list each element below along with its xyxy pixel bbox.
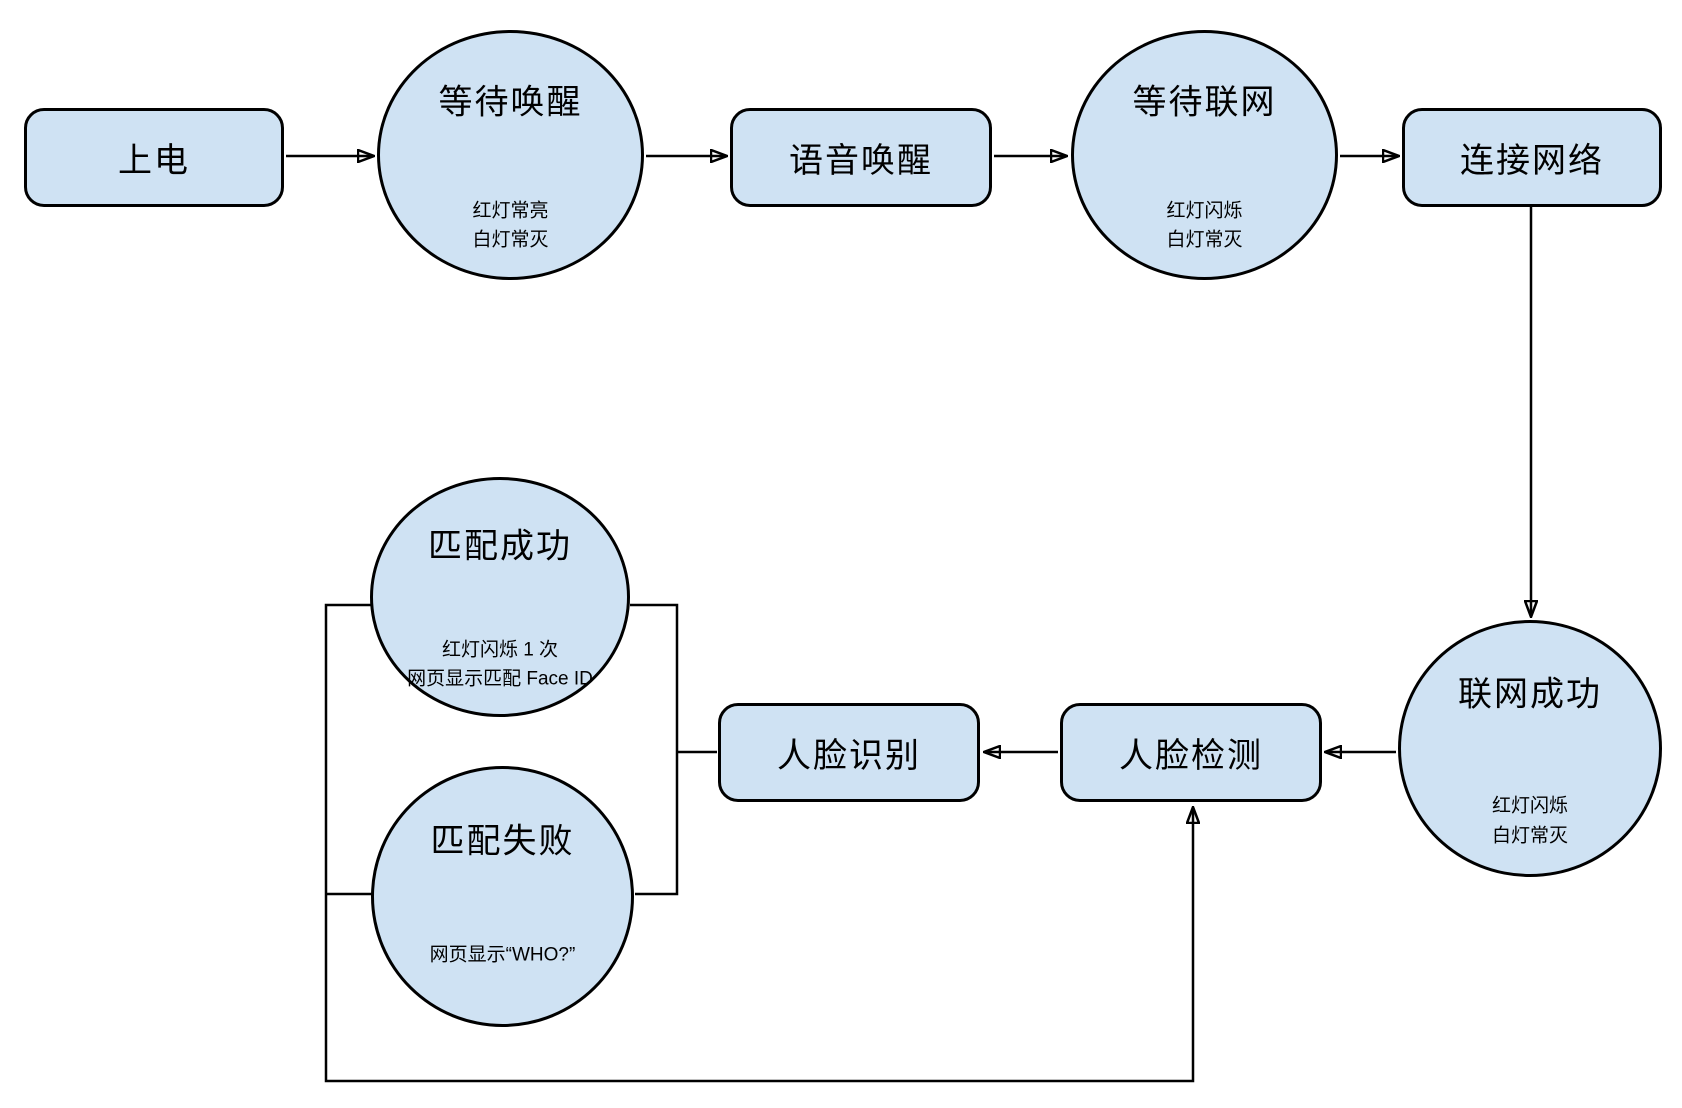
- node-label: 语音唤醒: [789, 142, 933, 180]
- node-sublabel: 红灯闪烁 白灯常灭: [1491, 795, 1568, 847]
- node-sublabel: 红灯闪烁 1 次 网页显示匹配 Face ID: [407, 639, 593, 690]
- node-connect-network: 连接网络: [1402, 108, 1662, 207]
- node-sublabel: 红灯闪烁 白灯常灭: [1166, 200, 1243, 251]
- node-wait-network: 等待联网 红灯闪烁 白灯常灭: [1071, 30, 1338, 280]
- edge-loop-match-results-to-face-detect: [324, 603, 1193, 1083]
- node-wait-wake: 等待唤醒 红灯常亮 白灯常灭: [377, 30, 644, 280]
- node-network-success: 联网成功 红灯闪烁 白灯常灭: [1398, 620, 1662, 877]
- node-label: 连接网络: [1460, 142, 1604, 180]
- node-sublabel: 网页显示“WHO?”: [429, 944, 576, 966]
- node-match-fail: 匹配失败 网页显示“WHO?”: [371, 766, 634, 1027]
- node-label: 等待联网: [1132, 83, 1277, 122]
- node-face-recognize: 人脸识别: [718, 703, 980, 802]
- node-label: 联网成功: [1458, 675, 1602, 714]
- node-face-detect: 人脸检测: [1060, 703, 1322, 802]
- node-label: 等待唤醒: [438, 83, 583, 122]
- node-power-on: 上电: [24, 108, 284, 207]
- node-label: 上电: [118, 142, 190, 180]
- node-label: 匹配失败: [430, 822, 575, 861]
- node-label: 匹配成功: [428, 527, 572, 566]
- node-label: 人脸检测: [1119, 737, 1263, 775]
- edge-bracket-match-results-to-face-recognize: [630, 603, 679, 896]
- node-sublabel: 红灯常亮 白灯常灭: [472, 200, 549, 251]
- node-voice-wake: 语音唤醒: [730, 108, 992, 207]
- node-match-success: 匹配成功 红灯闪烁 1 次 网页显示匹配 Face ID: [370, 477, 630, 717]
- node-label: 人脸识别: [777, 737, 921, 775]
